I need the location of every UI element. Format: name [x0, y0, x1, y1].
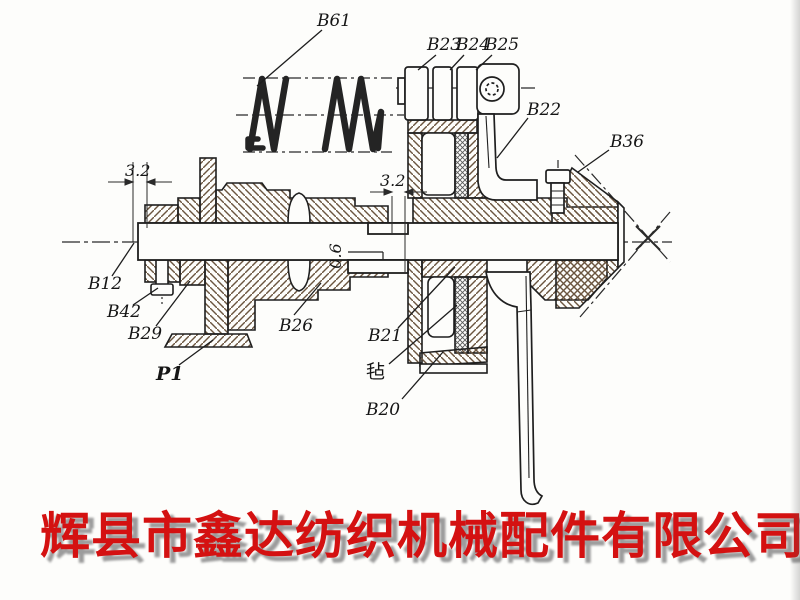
lever-b22-inner-line [485, 115, 490, 169]
hub-upper-pocket [421, 132, 456, 196]
leader-b36 [577, 149, 610, 173]
leader-b29 [155, 280, 191, 327]
label-b26: B26 [278, 316, 313, 336]
label-b12: B12 [87, 274, 122, 294]
arrowhead [145, 178, 156, 186]
block-segment-b25 [456, 66, 479, 121]
felt-seal-upper [454, 132, 469, 199]
label-b20: B20 [365, 400, 400, 420]
leader-b21 [397, 266, 456, 329]
arrowhead [383, 188, 394, 196]
leader-p1 [178, 339, 214, 366]
block-segment-b23 [404, 66, 429, 121]
cross-stroke-2 [635, 225, 661, 251]
block-segment-b24 [432, 66, 453, 121]
label-b42: B42 [106, 302, 141, 322]
sleeve-upper-pocket [287, 192, 311, 224]
block-side-tab [397, 77, 406, 105]
dimension-left [108, 162, 172, 242]
shaft-step-notch [367, 222, 409, 235]
spacer-block-upper [177, 197, 201, 224]
label-b23: B23 [426, 35, 461, 55]
hub-bottom-rim [419, 363, 488, 374]
lever-arm-blade [484, 271, 544, 506]
lever-arm-long [484, 271, 544, 506]
leader-b25 [475, 54, 493, 71]
hub-left-wall-lower [407, 259, 423, 364]
arrowhead [124, 178, 135, 186]
label-felt: 毡 [366, 361, 385, 383]
leader-lines [111, 29, 610, 400]
shaft [137, 222, 619, 274]
hub-bottom-band [419, 346, 488, 367]
label-b61: B61 [316, 11, 351, 31]
spring-coils-right [321, 75, 385, 153]
dim-center-value: 3.2 [380, 171, 405, 190]
leader-b23 [417, 54, 437, 71]
lever-b22 [477, 113, 538, 201]
label-b21: B21 [367, 326, 402, 346]
cone-diagonal-centerline-2 [579, 211, 671, 318]
hub-left-wall-upper [407, 132, 423, 199]
collar-block-upper [144, 204, 179, 224]
spring-coils-left [246, 75, 290, 153]
dim-step-value: 0.6 [326, 243, 345, 268]
label-p1: P1 [155, 363, 184, 385]
scan-edge-shadow [790, 0, 800, 600]
screw-head-star [485, 82, 499, 96]
cone-face-edge [617, 200, 625, 270]
top-bolt-head [545, 169, 571, 184]
leader-b61 [256, 29, 323, 87]
label-b24: B24 [455, 35, 490, 55]
shaft-collar [347, 259, 409, 274]
leader-b12 [111, 242, 135, 277]
set-bolt-head [150, 283, 174, 296]
shaft-end-cross-mark [635, 225, 661, 251]
felt-seal-lower [454, 276, 469, 354]
top-block-assembly [397, 63, 571, 214]
spacer-block-lower [179, 259, 206, 286]
bracket-web [204, 259, 229, 335]
leader-b22 [496, 117, 529, 159]
leader-b20 [401, 351, 444, 400]
bracket-foot [163, 333, 254, 348]
left-assembly [144, 157, 389, 348]
label-b25: B25 [484, 35, 519, 55]
hub-web-lower [467, 276, 488, 354]
label-b29: B29 [127, 324, 162, 344]
dim-left-value: 3.2 [125, 161, 150, 180]
coil-spring [245, 75, 385, 153]
sleeve-lower-pocket [287, 259, 311, 292]
arrowhead [403, 188, 414, 196]
leader-felt [388, 304, 458, 365]
leader-b42 [132, 287, 159, 306]
flange-plate-upper [199, 157, 217, 224]
part-labels: B61 B23 B24 B25 B22 B36 B12 B42 B29 B26 … [87, 11, 644, 420]
set-bolt-shank [155, 259, 169, 287]
hub-lower-pocket [427, 276, 455, 338]
hub-band-lower [421, 259, 488, 278]
lever-arm-inner-line [525, 275, 530, 479]
leader-b24 [449, 54, 465, 71]
label-b36: B36 [609, 132, 644, 152]
lever-arm-tick [516, 309, 532, 313]
label-b22: B22 [526, 100, 561, 120]
hub-top-band [407, 119, 478, 134]
dimension-center [370, 188, 427, 272]
top-bolt-threads [551, 190, 564, 206]
company-watermark-text: 辉县市鑫达纺织机械配件有限公司 [40, 507, 800, 565]
leader-b26 [293, 282, 322, 316]
